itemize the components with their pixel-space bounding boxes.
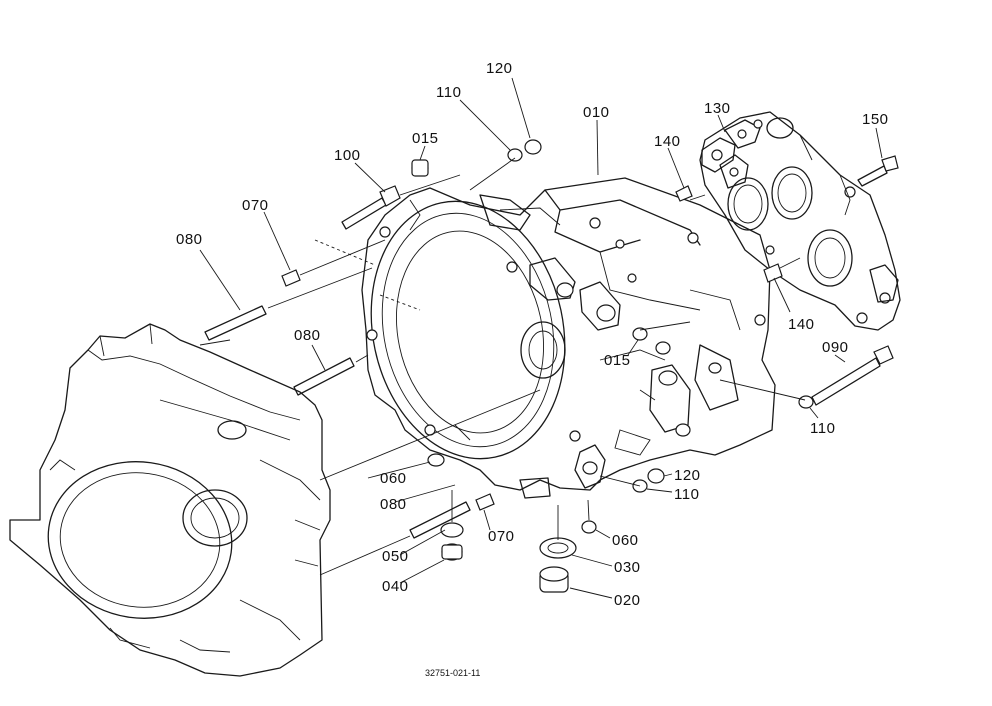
- callout-070-top: 070: [242, 197, 269, 214]
- callout-040: 040: [382, 578, 409, 595]
- callout-010: 010: [583, 104, 610, 121]
- callout-140-bottom: 140: [788, 316, 815, 333]
- callout-080-middle: 080: [294, 327, 321, 344]
- callout-120-top: 120: [486, 60, 513, 77]
- callout-leaders: [199, 77, 883, 599]
- assembly-lines: [199, 157, 806, 576]
- callout-150: 150: [862, 111, 889, 128]
- transmission-housing-010: [361, 177, 776, 499]
- callout-015-top: 015: [412, 130, 439, 147]
- callout-labels: 010 015 015 020 030 040 050 060 060 070 …: [176, 60, 889, 678]
- callout-060-left: 060: [380, 470, 407, 487]
- callout-120-bottom: 120: [674, 467, 701, 484]
- callout-050: 050: [382, 548, 409, 565]
- callout-030: 030: [614, 559, 641, 576]
- callout-070-bottom: 070: [488, 528, 515, 545]
- callout-060-right: 060: [612, 532, 639, 549]
- cover-plate-130: [699, 111, 901, 331]
- callout-110-bottom: 110: [674, 486, 699, 503]
- callout-130: 130: [704, 100, 731, 117]
- callout-100: 100: [334, 147, 361, 164]
- reference-code: 32751-021-11: [425, 668, 480, 678]
- callout-090: 090: [822, 339, 849, 356]
- callout-015-middle: 015: [604, 352, 631, 369]
- engine-block: [9, 323, 331, 677]
- callout-140-top: 140: [654, 133, 681, 150]
- callout-110-right: 110: [810, 420, 835, 437]
- callout-080-bottom: 080: [380, 496, 407, 513]
- callout-110-top: 110: [436, 84, 461, 101]
- callout-020: 020: [614, 592, 641, 609]
- small-parts: [204, 139, 899, 593]
- callout-080-top: 080: [176, 231, 203, 248]
